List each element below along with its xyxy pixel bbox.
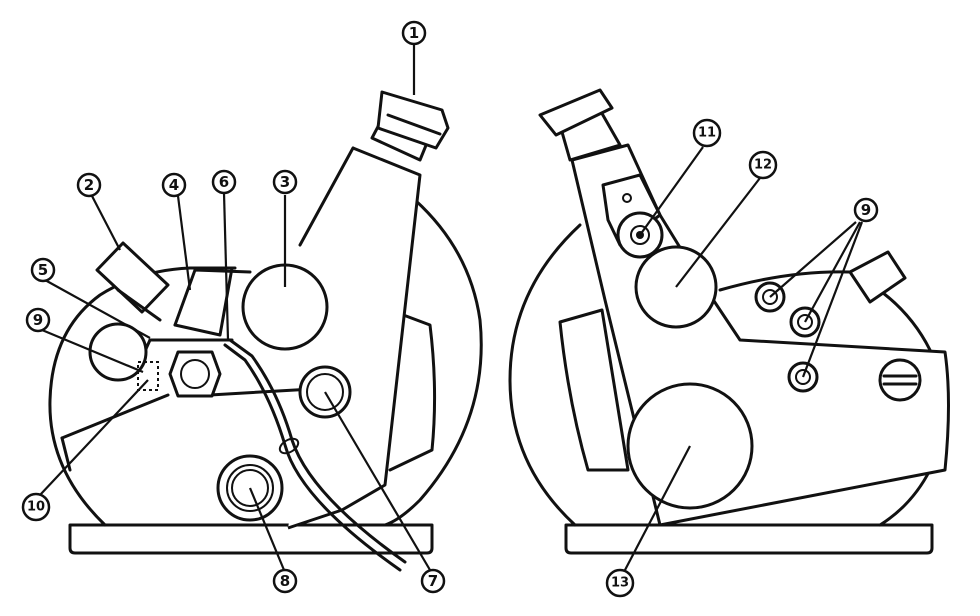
cable bbox=[223, 343, 402, 572]
callout-4-label: 4 bbox=[169, 176, 179, 194]
right-body bbox=[508, 223, 582, 527]
leader-lines bbox=[39, 44, 864, 571]
right-base bbox=[564, 523, 934, 555]
left-telescope-tube bbox=[287, 146, 422, 530]
callout-12: 12 bbox=[748, 150, 778, 180]
callout-5: 5 bbox=[30, 257, 56, 283]
callout-9-left-label: 9 bbox=[33, 311, 43, 329]
callout-13: 13 bbox=[605, 568, 635, 598]
callout-9-left: 9 bbox=[25, 307, 51, 333]
callout-7: 7 bbox=[420, 568, 446, 594]
callout-6-label: 6 bbox=[219, 173, 229, 191]
callout-4: 4 bbox=[161, 172, 187, 198]
callout-3: 3 bbox=[272, 169, 298, 195]
callout-1: 1 bbox=[401, 20, 427, 46]
callout-5-label: 5 bbox=[38, 261, 48, 279]
callout-10-label: 10 bbox=[27, 500, 45, 515]
callout-13-label: 13 bbox=[611, 576, 629, 591]
callout-11-label: 11 bbox=[698, 126, 716, 141]
callout-9-right-label: 9 bbox=[861, 201, 871, 219]
left-instrument bbox=[48, 90, 483, 572]
callout-8-label: 8 bbox=[280, 572, 290, 590]
callout-12-label: 12 bbox=[754, 158, 772, 173]
callout-1-label: 1 bbox=[409, 24, 419, 42]
callout-6: 6 bbox=[211, 169, 237, 195]
callout-10: 10 bbox=[21, 492, 51, 522]
left-base bbox=[68, 523, 434, 555]
callout-11: 11 bbox=[692, 118, 722, 148]
right-instrument bbox=[508, 88, 950, 555]
callout-7-label: 7 bbox=[428, 572, 438, 590]
callout-9-right: 9 bbox=[853, 197, 879, 223]
callout-8: 8 bbox=[272, 568, 298, 594]
callout-2: 2 bbox=[76, 172, 102, 198]
callout-2-label: 2 bbox=[84, 176, 94, 194]
callout-3-label: 3 bbox=[280, 173, 290, 191]
